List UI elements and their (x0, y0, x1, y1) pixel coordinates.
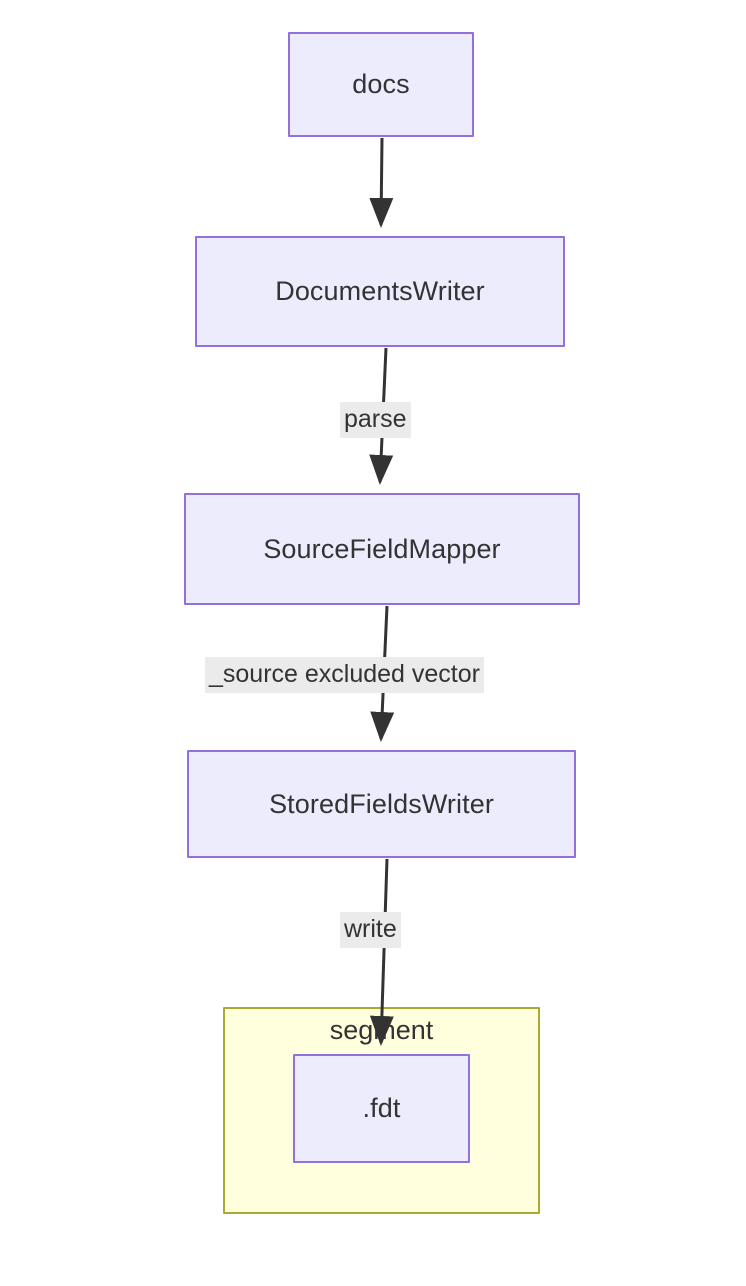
edge-label-parse: parse (340, 402, 411, 438)
edge-label-source-excluded-vector: _source excluded vector (205, 657, 484, 693)
node-documentswriter[interactable]: DocumentsWriter (195, 236, 565, 347)
node-storedfieldswriter[interactable]: StoredFieldsWriter (187, 750, 576, 858)
node-sourcefieldmapper[interactable]: SourceFieldMapper (184, 493, 580, 605)
cluster-segment-label: segment (329, 1015, 434, 1045)
node-docs[interactable]: docs (288, 32, 474, 137)
node-fdt[interactable]: .fdt (293, 1054, 470, 1163)
edge-label-write: write (340, 912, 401, 948)
edge-docs-to-documentswriter (369, 137, 394, 228)
edge-storedfieldswriter-to-fdt (369, 858, 394, 1046)
